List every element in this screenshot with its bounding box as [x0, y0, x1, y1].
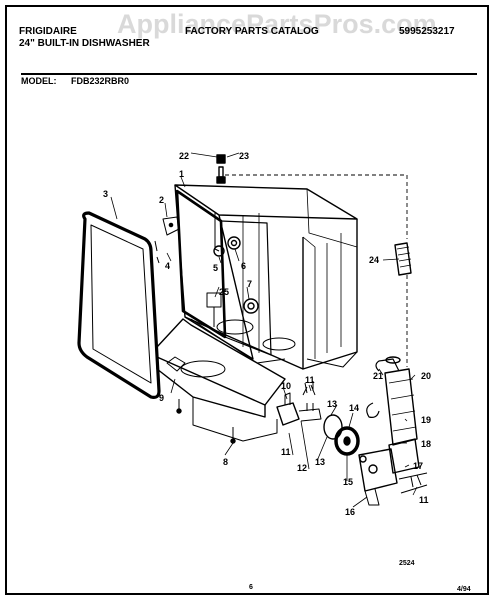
callout-18: 18	[421, 439, 431, 449]
callout-19: 19	[421, 415, 431, 425]
product-name: 24" BUILT-IN DISHWASHER	[19, 38, 150, 49]
callout-labels: 22 23 1 3 2 4 5 6 7 25 24 9 10 11 13 14 …	[103, 151, 431, 517]
callout-6: 6	[241, 261, 246, 271]
door-gasket	[77, 211, 161, 399]
callout-16: 16	[345, 507, 355, 517]
watermark: AppliancePartsPros.com	[117, 9, 437, 39]
drain-hose-end	[394, 242, 412, 276]
callout-15: 15	[343, 477, 353, 487]
upper-pin	[218, 166, 224, 178]
callout-20: 20	[421, 371, 431, 381]
clamp-21	[366, 402, 380, 418]
callout-17: 17	[413, 461, 423, 471]
bracket-18	[388, 438, 420, 474]
callout-8: 8	[223, 457, 228, 467]
callout-22: 22	[179, 151, 189, 161]
model-label: MODEL:	[21, 76, 57, 86]
leader-lines	[110, 152, 418, 508]
callout-10: 10	[281, 381, 291, 391]
callout-11-top: 11	[305, 375, 315, 385]
callout-2: 2	[159, 195, 164, 205]
bracket	[166, 356, 186, 372]
hose-routing-line	[225, 174, 408, 239]
tub-top	[174, 184, 358, 220]
catalog-title: FACTORY PARTS CATALOG	[185, 26, 319, 37]
drawing-number: 2524	[399, 560, 415, 567]
callout-3: 3	[103, 189, 108, 199]
callout-5: 5	[213, 263, 218, 273]
callout-9: 9	[159, 393, 164, 403]
catalog-number: 5995253217	[399, 26, 455, 37]
motor-mount	[358, 448, 398, 492]
callout-24: 24	[369, 255, 379, 265]
brand-name: FRIGIDAIRE	[19, 26, 77, 37]
callout-1: 1	[179, 169, 184, 179]
vent-grommet	[243, 298, 259, 314]
callout-23: 23	[239, 151, 249, 161]
callout-13-bottom: 13	[315, 457, 325, 467]
catalog-page: AppliancePartsPros.com FRIGIDAIRE 24" BU…	[5, 5, 489, 595]
header-rule	[21, 73, 477, 75]
hinge-bracket	[162, 216, 180, 236]
tub-right-side	[302, 219, 358, 370]
callout-21: 21	[373, 371, 383, 381]
impeller	[334, 426, 360, 456]
valve-body	[276, 402, 300, 426]
model-number: FDB232RBR0	[71, 76, 130, 86]
callout-12: 12	[297, 463, 307, 473]
pump-motor	[323, 414, 343, 440]
callout-13-top: 13	[327, 399, 337, 409]
callout-14: 14	[349, 403, 359, 413]
exploded-parts-diagram: 22 23 1 3 2 4 5 6 7 25 24 9 10 11 13 14 …	[77, 151, 471, 593]
callout-25: 25	[219, 287, 229, 297]
callout-7: 7	[247, 279, 252, 289]
callout-4: 4	[165, 261, 170, 271]
sump-opening	[216, 319, 254, 335]
footer-labels: 2524 6 4/94	[249, 560, 471, 593]
inlet-hose	[384, 368, 418, 446]
callout-11-right: 11	[419, 495, 429, 505]
diagram-artwork	[77, 154, 428, 506]
callout-11-left: 11	[281, 447, 291, 457]
revision-date: 4/94	[457, 586, 471, 593]
spray-arm-hub	[213, 245, 225, 257]
page-number: 6	[249, 584, 253, 591]
